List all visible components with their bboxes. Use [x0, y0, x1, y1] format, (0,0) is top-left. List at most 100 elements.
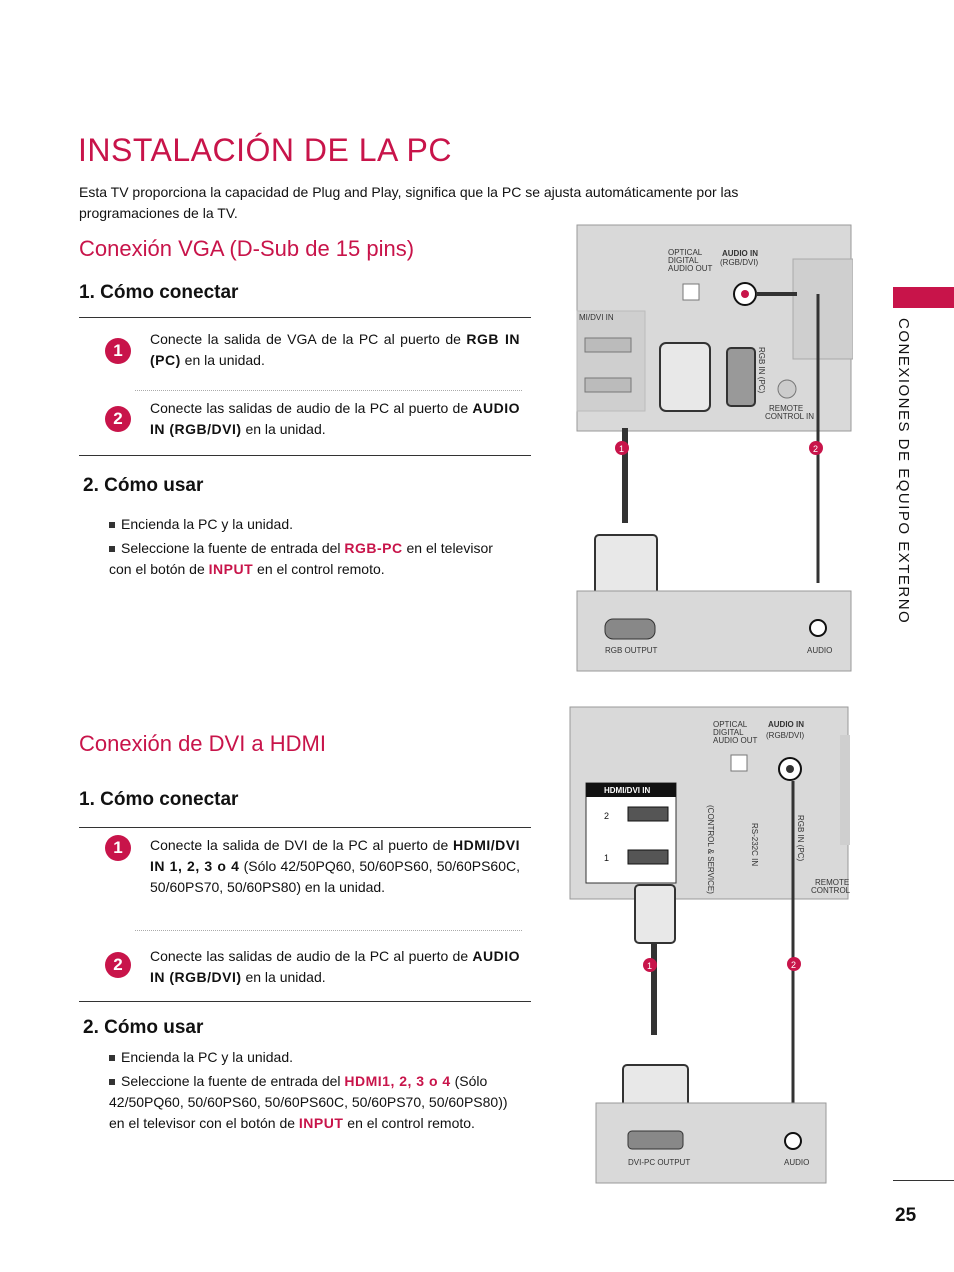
dvi-bottom-rule [79, 1001, 531, 1002]
dvi-step2-text: Conecte las salidas de audio de la PC al… [150, 946, 520, 988]
optical-label: AUDIO OUT [713, 736, 758, 745]
marker-2-text: 2 [791, 960, 796, 970]
footer-rule [893, 1180, 954, 1181]
optical-label: DIGITAL [668, 256, 699, 265]
dvi-heading: Conexión de DVI a HDMI [79, 731, 326, 756]
optical-label: AUDIO OUT [668, 264, 713, 273]
remote-label: REMOTE [815, 878, 849, 887]
dvi-bullet2-pre: Seleccione la fuente de entrada del [121, 1073, 341, 1089]
dvi-bullet2-post: en el control remoto. [347, 1115, 475, 1131]
rgb-in-label: RGB IN (PC) [757, 347, 766, 394]
vga-connection-diagram: OPTICAL DIGITAL AUDIO OUT AUDIO IN (RGB/… [576, 224, 853, 672]
marker-1-icon [643, 958, 657, 972]
vga-how-connect-heading: 1. Cómo conectar [79, 282, 239, 303]
remote-label: CONTROL [811, 886, 850, 895]
dvi-bullet1-text: Encienda la PC y la unidad. [121, 1049, 293, 1065]
vga-bullet1: Encienda la PC y la unidad. [109, 514, 519, 535]
vga-step2-badge: 2 [105, 406, 131, 432]
vga-bullet2: Seleccione la fuente de entrada del RGB-… [109, 538, 519, 580]
hdmi-plug-icon [634, 884, 676, 944]
dvi-step2-badge: 2 [105, 952, 131, 978]
rgb-output-port-icon [604, 618, 656, 640]
vga-step2-post: en la unidad. [245, 421, 326, 437]
vga-bullet2-post: en el control remoto. [257, 561, 385, 577]
dvi-how-connect-heading: 1. Cómo conectar [79, 789, 239, 810]
remote-label: CONTROL IN [765, 412, 814, 421]
vga-step-divider [135, 390, 522, 391]
bullet-square-icon [109, 546, 115, 553]
rgb-output-label: RGB OUTPUT [605, 646, 658, 655]
dvi-top-rule [79, 827, 531, 828]
vga-bullet1-text: Encienda la PC y la unidad. [121, 516, 293, 532]
optical-label: OPTICAL [668, 248, 703, 257]
dvi-bullet2-mid: (Sólo 42/50PQ60, 50/60PS60, 50/60PS60C, … [109, 1073, 508, 1131]
marker-1-text: 1 [647, 961, 652, 971]
bullet-square-icon [109, 1055, 115, 1062]
audio-in-label: (RGB/DVI) [766, 731, 805, 740]
optical-label: OPTICAL [713, 720, 748, 729]
dvi-step1-badge: 1 [105, 835, 131, 861]
vga-top-rule [79, 317, 531, 318]
marker-1-text: 1 [619, 444, 624, 454]
marker-2-icon [809, 441, 823, 455]
dvi-output-label: DVI-PC OUTPUT [628, 1158, 690, 1167]
audio-in-label: AUDIO IN [768, 720, 804, 729]
marker-2-icon [787, 957, 801, 971]
hdmi-port-2-icon [627, 806, 669, 822]
optical-port-icon [682, 283, 700, 301]
vga-step1-port: RGB IN (PC) [150, 331, 521, 368]
audio-in-label: (RGB/DVI) [720, 258, 759, 267]
rs232-label: RS-232C IN [750, 823, 759, 866]
audio-in-label: AUDIO IN [722, 249, 758, 258]
hdmi-dvi-in-box [585, 782, 677, 884]
rgb-in-label: RGB IN (PC) [796, 815, 805, 862]
section-tab-marker [893, 287, 954, 308]
pc-audio-jack-icon [809, 619, 827, 637]
pc-audio-jack-icon [784, 1132, 802, 1150]
dvi-bullet2: Seleccione la fuente de entrada del HDMI… [109, 1071, 519, 1134]
dvi-step1-post: (Sólo 42/50PQ60, 50/60PS60, 50/60PS60C, … [150, 858, 521, 895]
vga-bullet2-mid: en el televisor con el botón de [109, 540, 493, 577]
intro-text: Esta TV proporciona la capacidad de Plug… [79, 184, 739, 221]
vga-heading: Conexión VGA (D-Sub de 15 pins) [79, 236, 415, 261]
bullet-square-icon [109, 522, 115, 529]
dvi-output-port-icon [627, 1130, 684, 1150]
dvi-step1-pre: Conecte la salida de DVI de la PC al pue… [150, 837, 449, 853]
vga-step1-pre: Conecte la salida de VGA de la PC al pue… [150, 331, 461, 347]
dvi-step-divider [135, 930, 522, 931]
vga-plug-icon [659, 342, 711, 412]
dvi-bullet2-source: HDMI1, 2, 3 o 4 [344, 1073, 451, 1089]
dvi-plug-icon [622, 1064, 689, 1110]
optical-label: DIGITAL [713, 728, 744, 737]
pc-audio-label: AUDIO [784, 1158, 809, 1167]
hdmi-dvi-in-label: HDMI/DVI IN [604, 786, 650, 795]
hdmi-in-label: MI/DVI IN [579, 313, 614, 322]
vga-step1-text: Conecte la salida de VGA de la PC al pue… [150, 329, 520, 371]
dvi-how-use-heading: 2. Cómo usar [83, 1017, 204, 1038]
vga-bullet2-source: RGB-PC [344, 540, 403, 556]
vga-bullet2-input: INPUT [208, 561, 254, 577]
dvi-connection-diagram: OPTICAL DIGITAL AUDIO OUT AUDIO IN (RGB/… [569, 706, 850, 1184]
dvi-bullet1: Encienda la PC y la unidad. [109, 1047, 519, 1068]
hdmi-port-1-label: 1 [604, 853, 609, 863]
control-service-label: (CONTROL & SERVICE) [706, 805, 715, 894]
vga-how-use-heading: 2. Cómo usar [83, 475, 204, 496]
hdmi-port-1-icon [627, 849, 669, 865]
dvi-step1-text: Conecte la salida de DVI de la PC al pue… [150, 835, 520, 898]
remote-label: REMOTE [769, 404, 803, 413]
optical-port-icon [730, 754, 748, 772]
vga-step2-text: Conecte las salidas de audio de la PC al… [150, 398, 520, 440]
rgb-in-port-icon [726, 347, 756, 407]
dvi-step2-port: AUDIO IN (RGB/DVI) [150, 948, 520, 985]
vga-bottom-rule [79, 455, 531, 456]
vga-step2-pre: Conecte las salidas de audio de la PC al… [150, 400, 469, 416]
section-side-label: CONEXIONES DE EQUIPO EXTERNO [895, 318, 912, 625]
dvi-bullet2-input: INPUT [298, 1115, 344, 1131]
vga-step1-post: en la unidad. [184, 352, 265, 368]
marker-2-text: 2 [813, 444, 818, 454]
bullet-square-icon [109, 1079, 115, 1086]
dvi-step1-port: HDMI/DVI IN 1, 2, 3 o 4 [150, 837, 520, 874]
dvi-step2-post: en la unidad. [245, 969, 326, 985]
dvi-step2-pre: Conecte las salidas de audio de la PC al… [150, 948, 469, 964]
vga-step2-port: AUDIO IN (RGB/DVI) [150, 400, 520, 437]
